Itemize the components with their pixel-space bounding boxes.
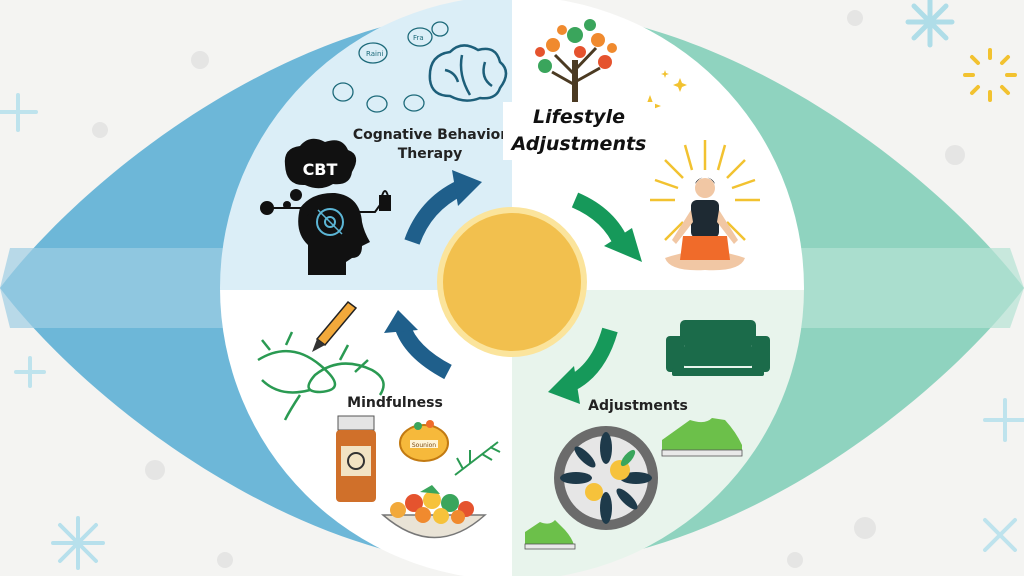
center-sun [437, 207, 587, 357]
brain-icon [428, 44, 508, 102]
plate-icon [554, 426, 658, 530]
thought-note-text: Fra [413, 34, 424, 42]
eye-left-band [0, 248, 225, 328]
fruit-badge-icon [399, 420, 449, 462]
cbt-title-line2: Therapy [397, 146, 463, 162]
bottle-label-text: Sounion [412, 442, 436, 449]
cbt-bubble-label: CBT [302, 160, 338, 179]
tree-icon [535, 19, 617, 102]
sneaker-icon [524, 520, 576, 550]
lifestyle-title-line1: Lifestyle [533, 106, 625, 128]
sofa-icon [666, 320, 770, 376]
snowflake-icon [905, 0, 955, 48]
cbt-title-line1: Cognative Behavior [352, 127, 508, 143]
bottle-icon [336, 415, 376, 502]
arrow-cbt-to-lifestyle [404, 170, 482, 245]
eye-right-band [800, 248, 1024, 328]
sun-rays-icon [963, 48, 1017, 102]
meditation-person-icon [665, 177, 745, 271]
vine-icon [257, 331, 385, 421]
circuit-lines [260, 190, 391, 216]
adjustments-quadrant-title: Adjustments [588, 398, 688, 414]
background-decorations [92, 10, 965, 568]
lifestyle-title-line2: Adjustments [511, 133, 647, 155]
meditation-halo-icon [650, 140, 760, 258]
cbt-quadrant-title: Cognative Behavior Therapy [345, 126, 515, 164]
herb-icon [454, 441, 501, 476]
arrow-lifestyle-to-right [571, 192, 642, 262]
snowflake-icon [0, 93, 1024, 552]
snowflake-icon [51, 516, 105, 570]
thought-notes [332, 21, 449, 113]
cbt-head-icon [298, 192, 370, 275]
fruit-bowl-icon [380, 485, 487, 539]
lifestyle-quadrant-title: Lifestyle Adjustments [503, 102, 655, 160]
mindfulness-quadrant-title: Mindfulness [347, 395, 443, 411]
thought-note-text: Raini [366, 50, 383, 58]
pencil-icon [312, 300, 358, 352]
arrow-right-to-adjustments [548, 327, 618, 404]
arrow-mindfulness-to-cbt [384, 310, 452, 380]
sneaker-icon [661, 418, 743, 457]
